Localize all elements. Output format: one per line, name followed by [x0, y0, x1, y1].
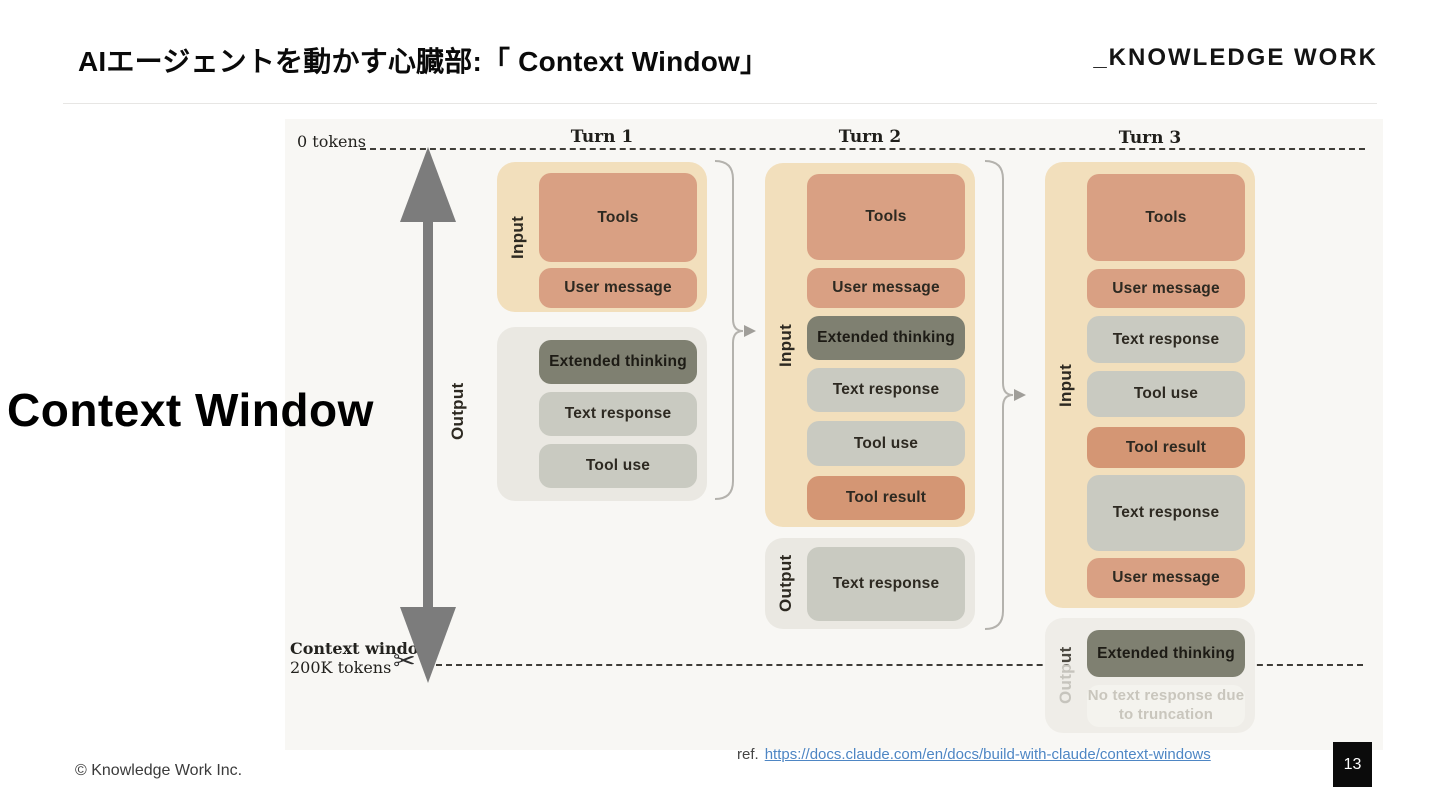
context-window-limit-label: Context window: [290, 639, 433, 658]
turn3-text-response-2-box: Text response: [1087, 475, 1245, 551]
turn2-tool-result-box: Tool result: [807, 476, 965, 520]
token-axis-and-connectors: [400, 147, 1026, 683]
token-axis-arrow-shaft: [423, 222, 433, 607]
turn2-output-text-response-box: Text response: [807, 547, 965, 621]
turn1-tools-box: Tools: [539, 173, 697, 262]
turn3-input-container: Input Tools User message Text response T…: [1045, 162, 1255, 608]
ref-link[interactable]: https://docs.claude.com/en/docs/build-wi…: [764, 746, 1211, 763]
copyright-text: © Knowledge Work Inc.: [75, 762, 243, 779]
zero-tokens-dashed-line: [360, 148, 1365, 150]
token-axis-arrow-up-head: [400, 147, 456, 222]
turn2-input-container: Input Tools User message Extended thinki…: [765, 163, 975, 527]
knowledge-work-logo: _KNOWLEDGE WORK: [1093, 44, 1378, 71]
zero-tokens-label: 0 tokens: [297, 132, 367, 151]
turn3-tool-result-box: Tool result: [1087, 427, 1245, 468]
turn1-text-response-box: Text response: [539, 392, 697, 436]
turn2-tool-use-box: Tool use: [807, 421, 965, 466]
turn2-extended-thinking-box: Extended thinking: [807, 316, 965, 360]
turn1-tool-use-box: Tool use: [539, 444, 697, 488]
page-number-badge: 13: [1333, 742, 1372, 787]
reference-line: ref. https://docs.claude.com/en/docs/bui…: [737, 746, 1211, 763]
turn2-user-message-box: User message: [807, 268, 965, 308]
turn2-text-response-box: Text response: [807, 368, 965, 412]
header-divider: [63, 103, 1377, 104]
turn1-output-container: Extended thinking Text response Tool use: [497, 327, 707, 501]
turn3-user-message-box: User message: [1087, 269, 1245, 308]
token-axis-arrow-down-head: [400, 607, 456, 683]
context-window-overlay-label: Context Window: [7, 384, 374, 436]
turn3-user-message-2-box: User message: [1087, 558, 1245, 598]
turn3-text-response-box: Text response: [1087, 316, 1245, 363]
turn2-to-turn3-arrow-icon: [1014, 389, 1026, 401]
turn3-no-text-response-box: No text response due to truncation: [1087, 685, 1245, 727]
turn1-input-container: Input Tools User message: [497, 162, 707, 312]
turn2-title: Turn 2: [838, 127, 902, 147]
turn3-output-container: Output Extended thinking No text respons…: [1045, 618, 1255, 733]
turn1-extended-thinking-box: Extended thinking: [539, 340, 697, 384]
turn3-tools-box: Tools: [1087, 174, 1245, 261]
context-limit-dashed-line: [436, 664, 1363, 666]
turn1-user-message-box: User message: [539, 268, 697, 308]
slide-title: AIエージェントを動かす心臓部:「 Context Window」: [78, 46, 769, 77]
turn1-title: Turn 1: [570, 127, 634, 147]
ref-prefix: ref.: [737, 746, 759, 763]
turn2-tools-box: Tools: [807, 174, 965, 260]
turn3-extended-thinking-box: Extended thinking: [1087, 630, 1245, 677]
turn2-to-turn3-brace: [984, 160, 1014, 630]
turn1-to-turn2-arrow-icon: [744, 325, 756, 337]
scissors-icon: ✂: [393, 646, 416, 677]
turn3-tool-use-box: Tool use: [1087, 371, 1245, 417]
turn2-output-container: Output Text response: [765, 538, 975, 629]
turn3-title: Turn 3: [1118, 128, 1182, 148]
context-window-tokens-label: 200K tokens: [290, 658, 392, 677]
page-number: 13: [1343, 755, 1362, 773]
turn1-to-turn2-brace: [714, 160, 744, 500]
